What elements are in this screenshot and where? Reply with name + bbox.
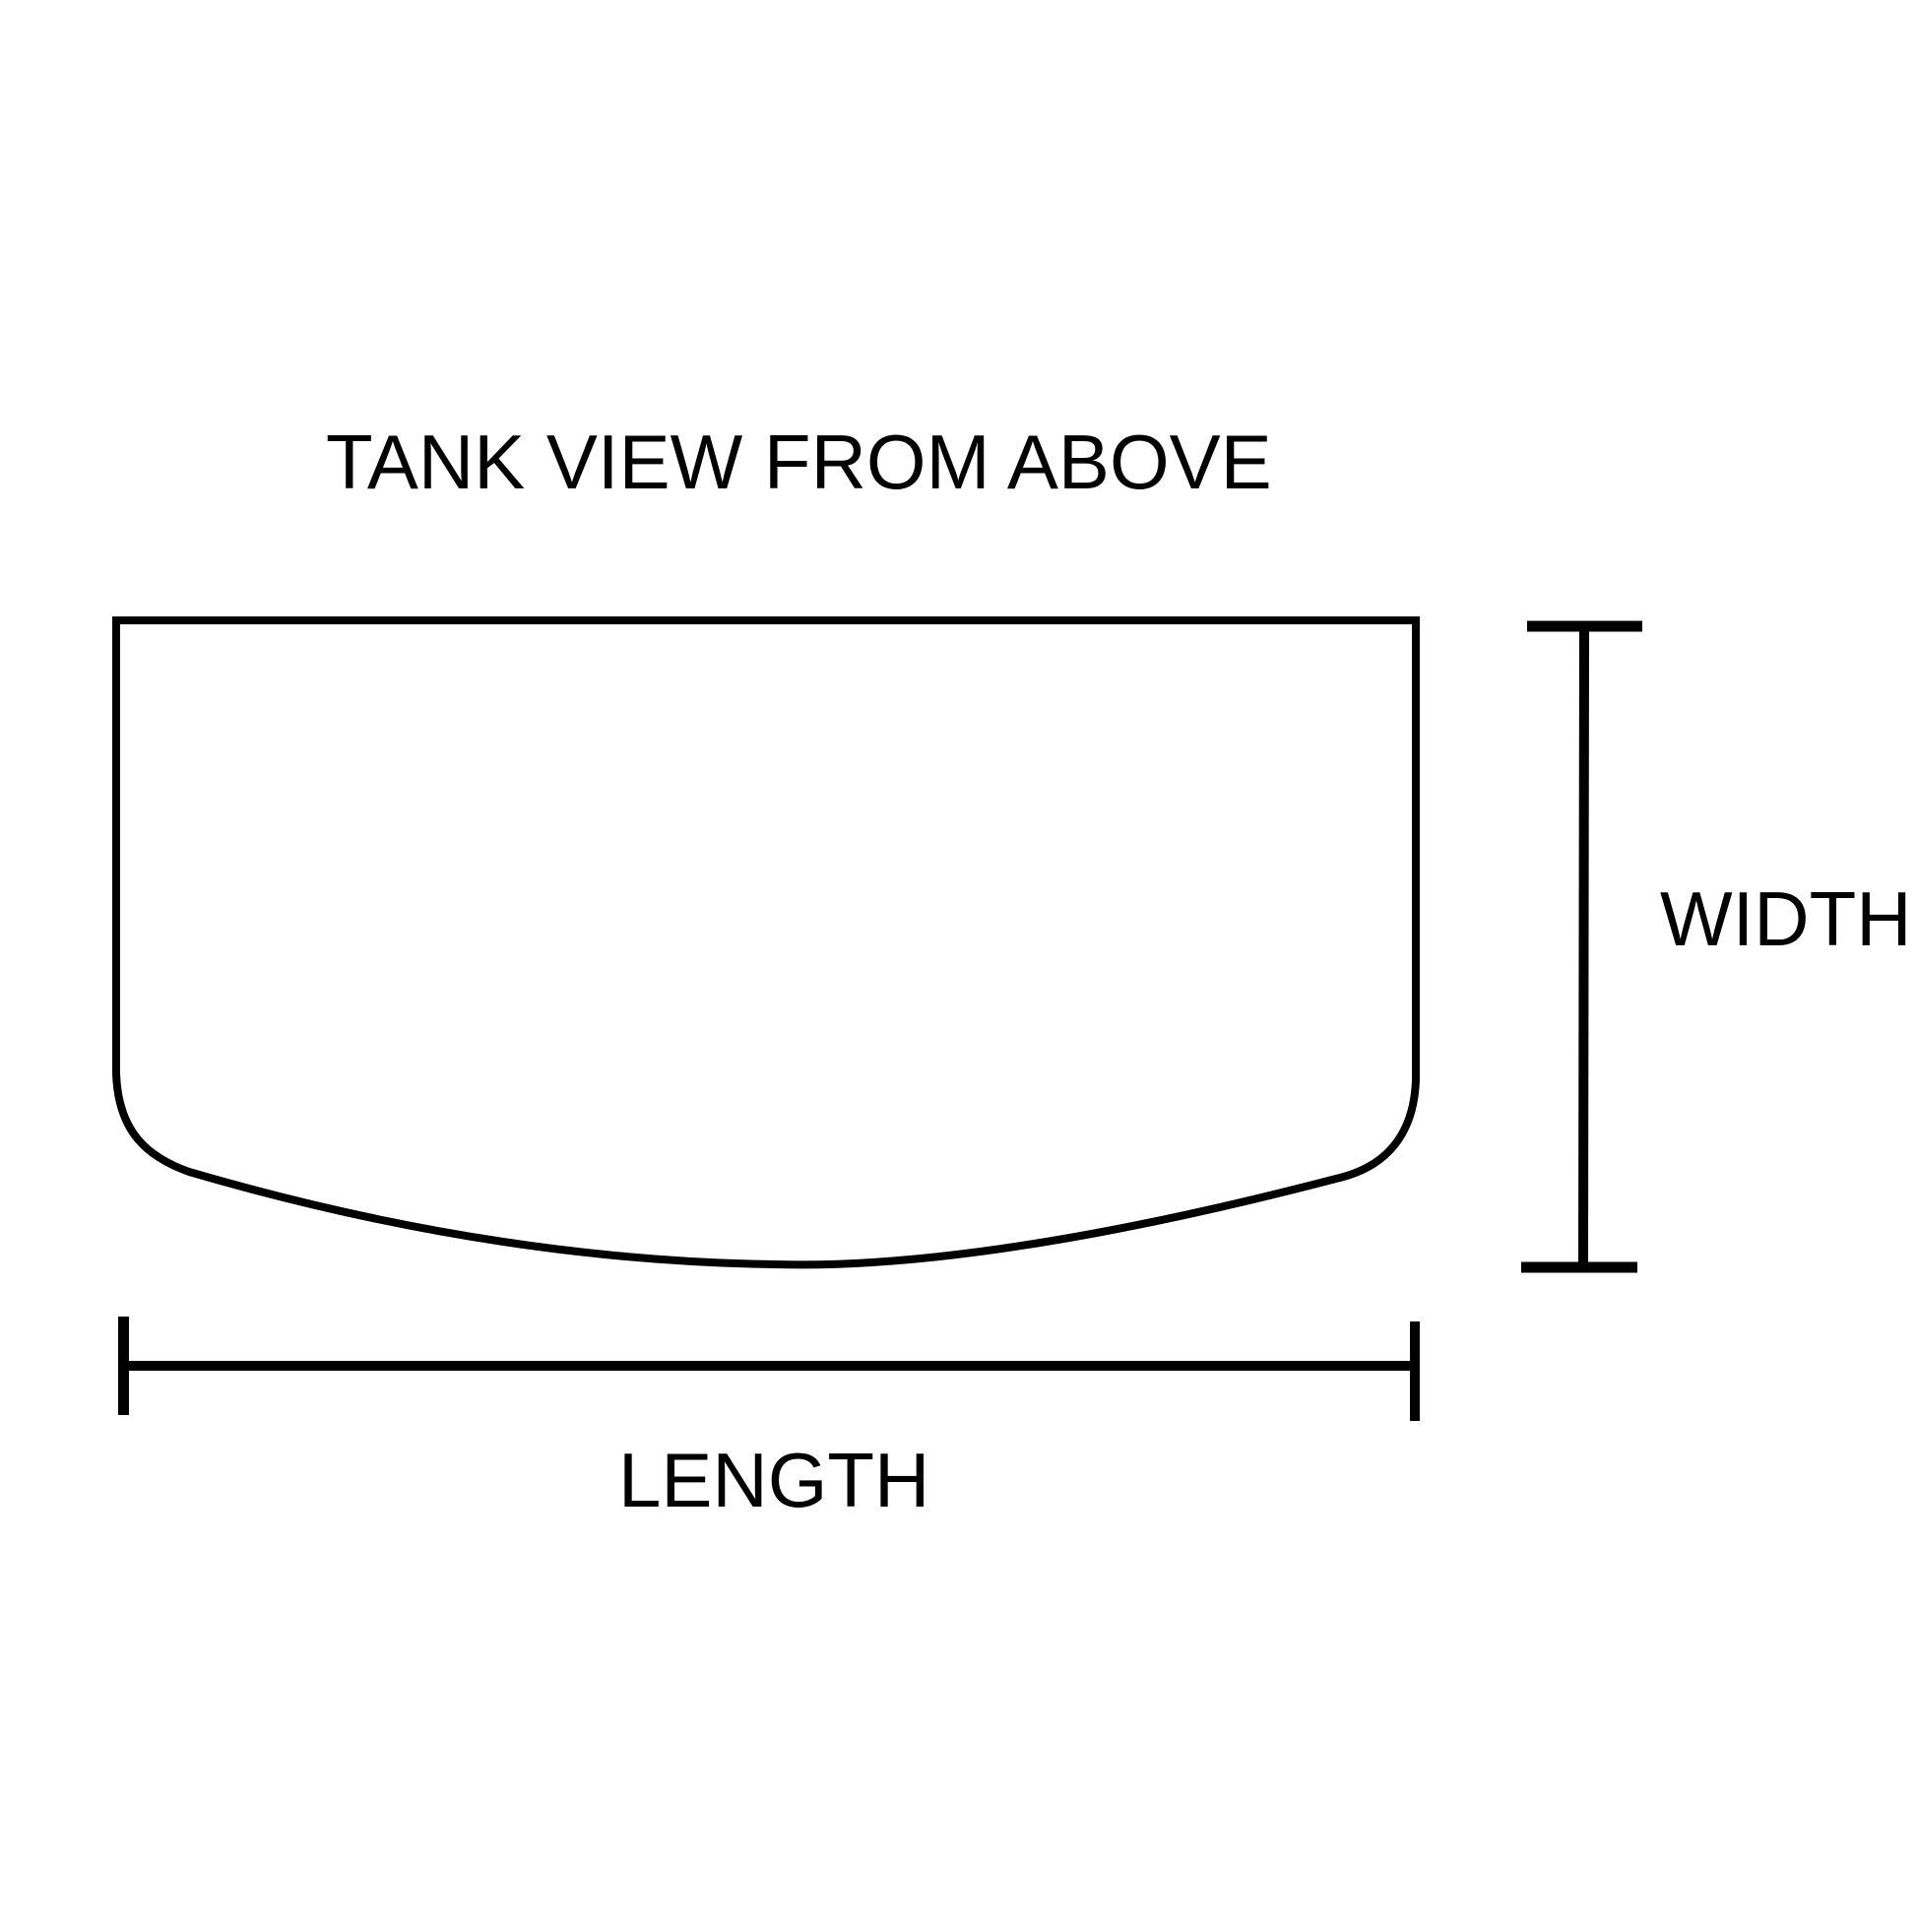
tank-outline <box>112 616 1420 1269</box>
width-dimension <box>1521 620 1642 1273</box>
width-dimension-stem <box>1578 625 1589 1268</box>
diagram-title: TANK VIEW FROM ABOVE <box>326 419 1272 505</box>
length-label: LENGTH <box>618 1437 930 1523</box>
length-dimension <box>118 1317 1420 1421</box>
width-label: WIDTH <box>1660 875 1912 962</box>
